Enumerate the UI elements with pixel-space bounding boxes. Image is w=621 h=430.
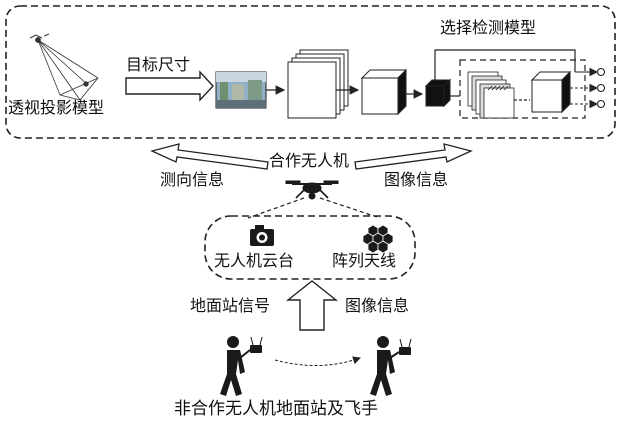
perspective-sketch-icon xyxy=(29,33,99,101)
gimbal-label: 无人机云台 xyxy=(214,251,295,270)
feature-map-stack-1 xyxy=(287,49,349,119)
perspective-model-label: 透视投影模型 xyxy=(8,98,105,117)
caption: 非合作无人机地面站及飞手 xyxy=(174,399,378,419)
pilot-movement-arrow xyxy=(274,356,361,366)
feature-map-stack-2 xyxy=(360,68,408,116)
feature-map-stack-4 xyxy=(467,71,515,119)
ground-station-signal-label: 地面站信号 xyxy=(190,296,271,315)
pilot-right-icon xyxy=(370,336,412,396)
feature-map-stack-5 xyxy=(530,70,572,114)
detection-pipeline-panel xyxy=(5,5,616,139)
direction-info-label: 测向信息 xyxy=(160,170,225,189)
image-info-label-bottom: 图像信息 xyxy=(345,296,410,315)
input-image-icon xyxy=(215,71,267,109)
image-info-arrow-up xyxy=(354,143,473,170)
detection-model-box xyxy=(459,59,586,119)
image-info-label-top: 图像信息 xyxy=(384,170,449,189)
cooperative-drone-icon xyxy=(285,180,339,200)
select-model-label: 选择检测模型 xyxy=(440,18,537,37)
target-size-arrow xyxy=(125,70,214,102)
target-size-label: 目标尺寸 xyxy=(126,55,191,74)
feature-map-stack-3 xyxy=(424,78,452,108)
pilot-left-icon xyxy=(220,336,263,396)
direction-info-arrow xyxy=(150,143,269,170)
upward-signal-arrow xyxy=(285,280,339,331)
cooperative-uav-label: 合作无人机 xyxy=(269,151,350,170)
payload-box xyxy=(204,215,416,280)
output-heads xyxy=(570,67,606,109)
array-antenna-label: 阵列天线 xyxy=(332,251,397,270)
gimbal-camera-icon xyxy=(250,225,274,246)
array-antenna-icon xyxy=(362,224,394,254)
